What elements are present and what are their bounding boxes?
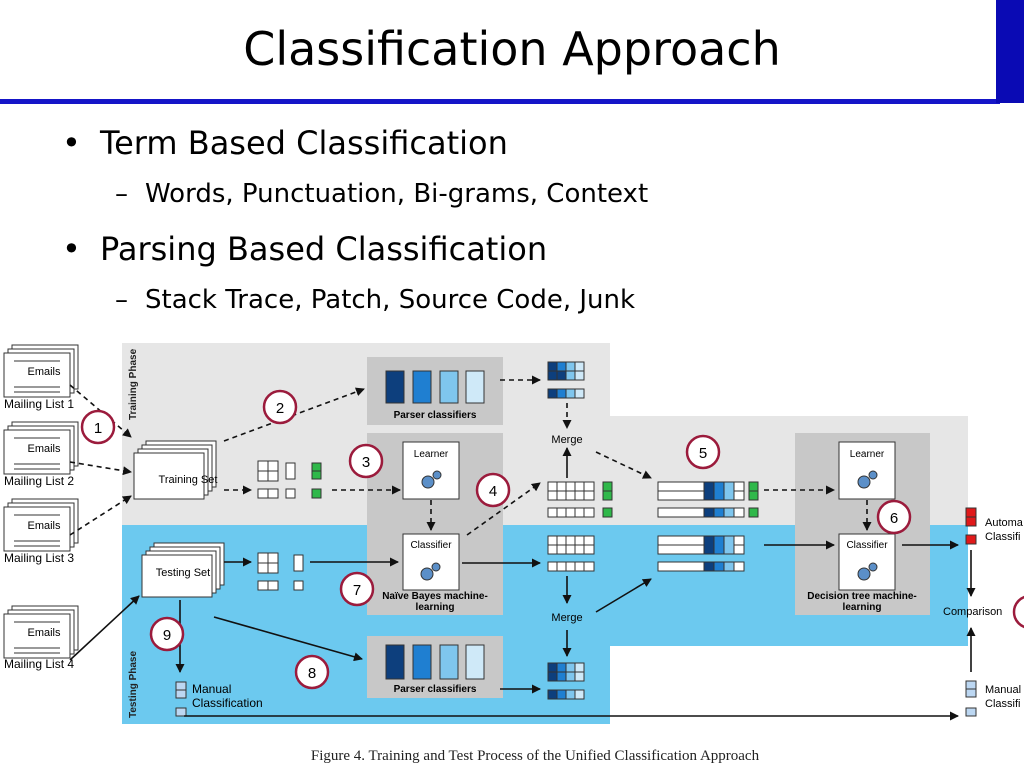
emails-doc-4: Emails [27,627,61,639]
parser-classifiers-label-bottom: Parser classifiers [394,684,477,695]
svg-text:3: 3 [362,454,370,471]
automatic-classification-2: Classifi [985,531,1020,543]
nb-learner-label: Learner [414,449,449,460]
bullet-2: • Parsing Based Classification [62,230,548,268]
step-number-7: 7 [339,571,375,607]
figure-caption: Figure 4. Training and Test Process of t… [310,748,760,764]
naive-bayes-label-2: learning [416,602,455,613]
mailing-list-4 [3,605,79,659]
dt-classifier-label: Classifier [846,540,888,551]
bullet-dot: • [62,230,81,268]
svg-text:7: 7 [353,582,361,599]
bullet-1: • Term Based Classification [62,124,508,162]
testing-arrows [69,447,976,721]
svg-text:1: 1 [94,420,102,437]
gear-icon [857,470,878,489]
svg-text:9: 9 [163,627,171,644]
feature-grid-training [257,460,322,499]
mailing-list-3-label: Mailing List 3 [4,551,74,565]
step-number-3: 3 [348,443,384,479]
step-number-4: 4 [475,472,511,508]
dt-learner-label: Learner [850,449,885,460]
svg-text:4: 4 [489,483,497,500]
nb-classifier-label: Classifier [410,540,452,551]
feature-grid-testing [257,552,304,591]
parser-classifiers-label-top: Parser classifiers [394,410,477,421]
training-set-label: Training Set [159,474,218,486]
mailing-list-3 [3,498,79,552]
testing-phase-label: Testing Phase [128,651,139,718]
dt-learner-box [838,441,896,500]
parser-output-grid-bottom [547,662,585,700]
mailing-list-1 [3,344,79,398]
sub-dash: – [115,179,128,209]
sub-bullet-1: – Words, Punctuation, Bi-grams, Context [115,179,649,209]
step-number-8: 8 [294,654,330,690]
nb-classifier-box [402,533,460,591]
training-phase-label: Training Phase [128,348,139,420]
sub-dash: – [115,285,128,315]
step-number-partial [1012,595,1024,629]
merged-vector-training [657,481,759,518]
step-number-2: 2 [262,389,298,425]
classification-process-diagram: Training Phase Testing Phase Emails Emai… [3,343,1024,724]
slide-title: Classification Approach [243,22,781,76]
sub-bullet-2-text: Stack Trace, Patch, Source Code, Junk [145,285,636,315]
testing-phase-region [122,525,968,724]
merged-vector-testing [657,535,745,572]
svg-text:8: 8 [308,665,316,682]
manual-classification-right-1: Manual [985,684,1021,696]
comparison-label: Comparison [943,606,1002,618]
parser-output-grid-top [547,361,585,399]
gear-icon [420,562,441,581]
decision-tree-label-1: Decision tree machine- [807,591,916,602]
emails-doc-2: Emails [27,443,61,455]
nb-output-grid-testing [547,535,595,572]
gear-icon [421,470,442,489]
sub-bullet-1-text: Words, Punctuation, Bi-grams, Context [145,179,649,209]
manual-classification-right-2: Classifi [985,698,1020,710]
corner-decoration [996,0,1024,103]
decision-tree-label-2: learning [843,602,882,613]
bullet-dot: • [62,124,81,162]
gear-icon [857,562,878,581]
naive-bayes-label-1: Naïve Bayes machine- [382,591,488,602]
emails-doc-1: Emails [27,366,61,378]
svg-text:6: 6 [890,510,898,527]
parser-classifier-bars-top [385,370,485,404]
manual-classification-right-icon [965,680,977,717]
sub-bullet-2: – Stack Trace, Patch, Source Code, Junk [115,285,636,315]
automatic-classification-icon [965,507,977,545]
step-number-5: 5 [685,434,721,470]
step-number-6: 6 [876,499,912,535]
nb-learner-box [402,441,460,500]
nb-output-grid-training [547,481,613,518]
title-underline [0,99,1000,104]
testing-set-label: Testing Set [156,567,210,579]
automatic-classification-1: Automa [985,517,1024,529]
manual-classification-left-1: Manual [192,682,231,696]
dt-classifier-box [838,533,896,591]
emails-doc-3: Emails [27,520,61,532]
mailing-list-2 [3,421,79,475]
svg-text:Training Phase: Training Phase [128,348,139,420]
svg-text:5: 5 [699,445,707,462]
training-set-stack [133,440,217,500]
svg-text:Testing Phase: Testing Phase [128,651,139,718]
merge-label-testing: Merge [551,612,582,624]
merge-label-training: Merge [551,434,582,446]
step-number-9: 9 [149,616,185,652]
step-number-1: 1 [80,409,116,445]
manual-classification-left-icon [175,681,187,717]
mailing-list-4-label: Mailing List 4 [4,657,74,671]
svg-text:2: 2 [276,400,284,417]
mailing-list-2-label: Mailing List 2 [4,474,74,488]
training-phase-region [122,343,968,525]
manual-classification-left-2: Classification [192,696,263,710]
testing-set-stack [141,542,225,598]
bullet-2-text: Parsing Based Classification [100,230,548,268]
parser-classifier-bars-bottom [385,644,485,680]
bullet-1-text: Term Based Classification [100,124,508,162]
mailing-list-1-label: Mailing List 1 [4,397,74,411]
